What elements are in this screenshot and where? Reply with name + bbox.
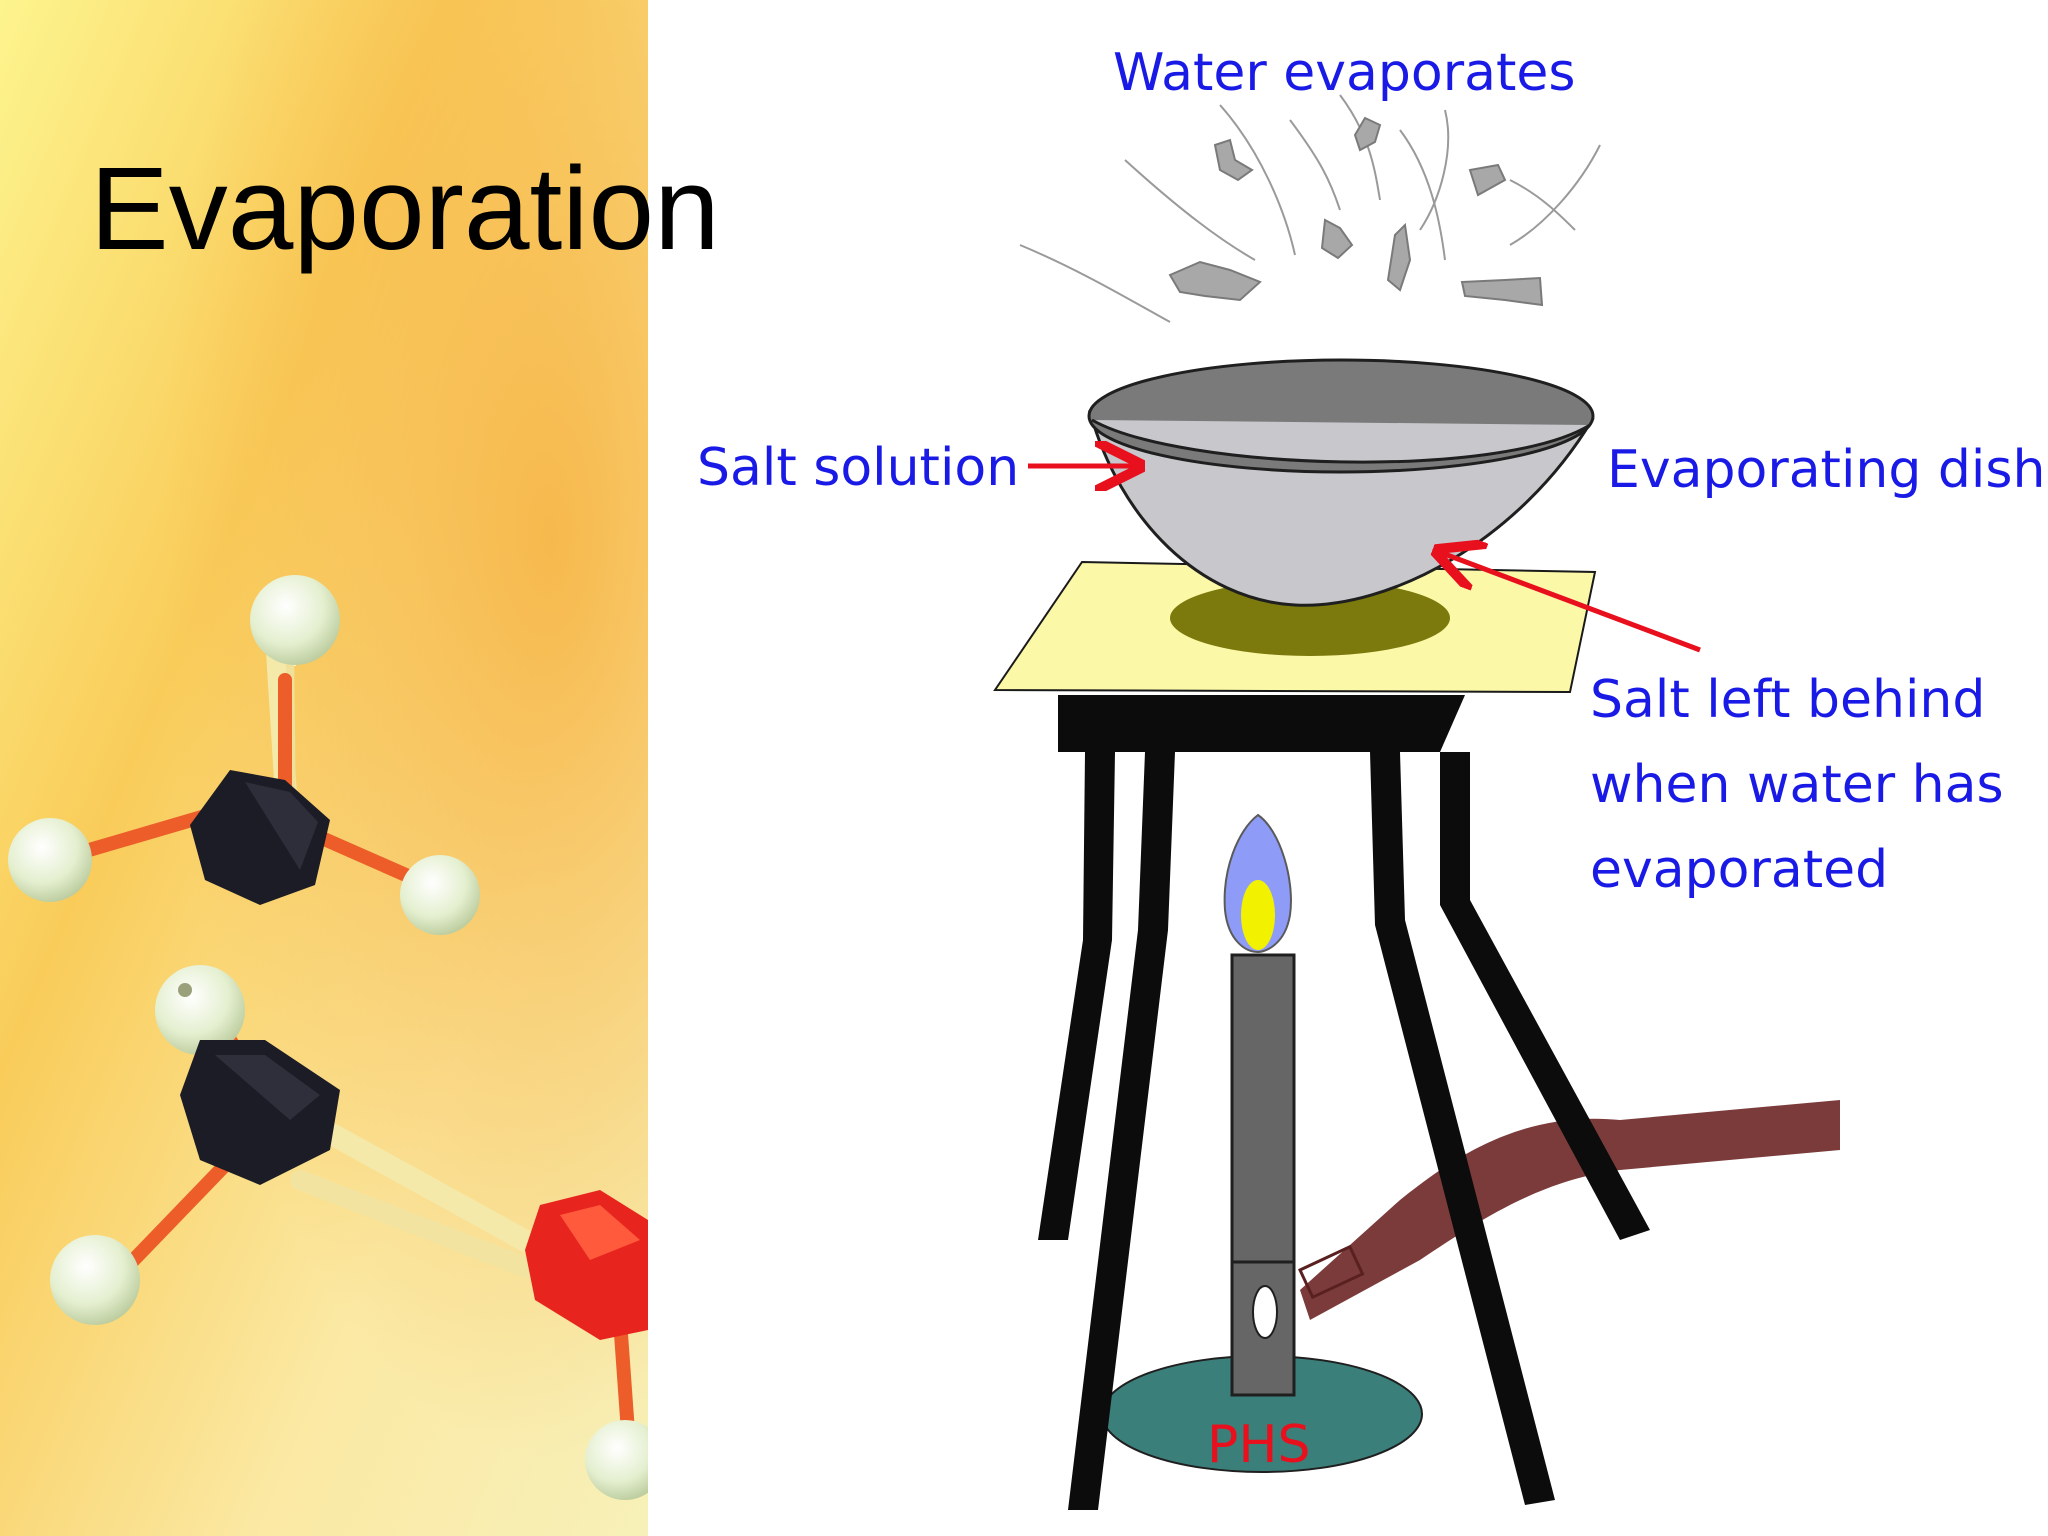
salt-residue [1170, 580, 1450, 656]
salt-left-arrow [1442, 553, 1701, 653]
label-salt-left-behind-line3: evaporated [1590, 840, 1888, 900]
flame [1223, 813, 1292, 954]
label-water-evaporates: Water evaporates [1113, 43, 1575, 103]
bunsen-burner [1230, 953, 1296, 1397]
vapour-blobs [1168, 116, 1544, 307]
label-salt-left-behind-line1: Salt left behind [1590, 670, 1985, 730]
vapour-wisps [1019, 94, 1601, 323]
label-evaporating-dish: Evaporating dish [1607, 440, 2045, 500]
label-burner-mark: PHS [1207, 1415, 1310, 1475]
label-salt-left-behind-line2: when water has [1590, 755, 2004, 815]
side-panel [0, 0, 648, 1536]
slide-title: Evaporation [90, 143, 720, 275]
evaporating-dish [1087, 358, 1595, 607]
tripod-stand [1038, 695, 1650, 1510]
molecule-model-photo [0, 0, 648, 1536]
label-salt-solution: Salt solution [697, 438, 1019, 498]
gas-hose [1300, 1100, 1840, 1320]
